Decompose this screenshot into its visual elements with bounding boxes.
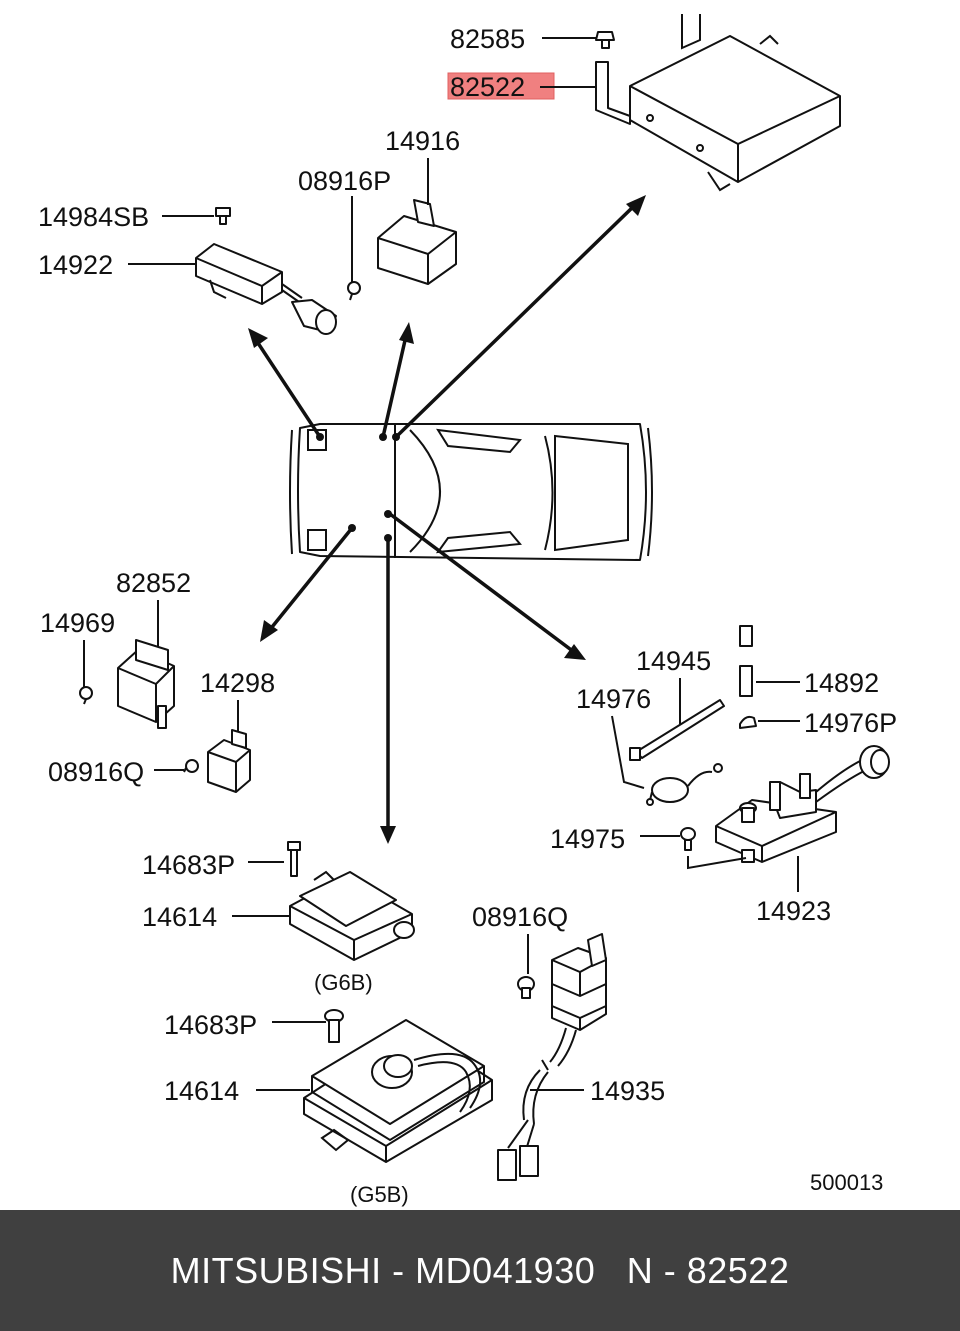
label-14975: 14975 [550, 824, 625, 854]
label-14976P: 14976P [804, 708, 897, 738]
module-14922 [195, 243, 337, 335]
car-outline [289, 423, 653, 561]
screw-14984SB [215, 207, 231, 225]
label-14976: 14976 [576, 684, 651, 714]
label-14614-a: 14614 [142, 902, 217, 932]
bolt-14683P-a [287, 841, 301, 877]
module-14614-g5b [303, 1019, 493, 1163]
label-82852: 82852 [116, 568, 191, 598]
connector-14935 [497, 933, 607, 1181]
module-14614-g6b [289, 870, 415, 961]
bolt-14975 [680, 827, 696, 851]
relay-82852 [117, 639, 175, 729]
screw-08916Q-b [517, 976, 535, 999]
pin-14892 [739, 625, 753, 697]
clip-14976P [739, 715, 757, 729]
label-14298: 14298 [200, 668, 275, 698]
label-14984SB: 14984SB [38, 202, 149, 232]
screw-14969 [79, 686, 93, 705]
bolt-14683P-b [324, 1009, 344, 1043]
label-14945: 14945 [636, 646, 711, 676]
unit-14923 [715, 745, 890, 863]
label-82585: 82585 [450, 24, 525, 54]
label-08916Q-a: 08916Q [48, 757, 144, 787]
relay-14916 [377, 199, 457, 285]
label-14935: 14935 [590, 1076, 665, 1106]
highlight-box [447, 72, 555, 100]
label-14614-b: 14614 [164, 1076, 239, 1106]
label-14892: 14892 [804, 668, 879, 698]
label-g6b: (G6B) [314, 970, 373, 995]
bolt-82585 [595, 31, 615, 49]
label-08916Q-b: 08916Q [472, 902, 568, 932]
relay-14298 [207, 729, 251, 793]
label-14923: 14923 [756, 896, 831, 926]
reference-number: 500013 [810, 1170, 883, 1195]
label-14683P-a: 14683P [142, 850, 235, 880]
screw-08916Q-a [183, 759, 199, 773]
label-g5b: (G5B) [350, 1182, 409, 1207]
cable-tie-14945 [629, 699, 725, 761]
screw-08916P [347, 281, 361, 301]
pointer-arrows [248, 195, 646, 844]
label-08916P: 08916P [298, 166, 391, 196]
label-14683P-b: 14683P [164, 1010, 257, 1040]
harness-14976 [646, 763, 723, 806]
control-unit-82522 [595, 14, 841, 192]
label-14916: 14916 [385, 126, 460, 156]
footer-text: MITSUBISHI - MD041930 N - 82522 [170, 1249, 790, 1291]
label-14969: 14969 [40, 608, 115, 638]
label-14922: 14922 [38, 250, 113, 280]
footer-banner: MITSUBISHI - MD041930 N - 82522 [0, 1210, 960, 1331]
parts-diagram: 82585 82522 14916 08916P 14984SB 14922 8… [38, 14, 897, 1207]
label-82522: 82522 [450, 72, 525, 102]
